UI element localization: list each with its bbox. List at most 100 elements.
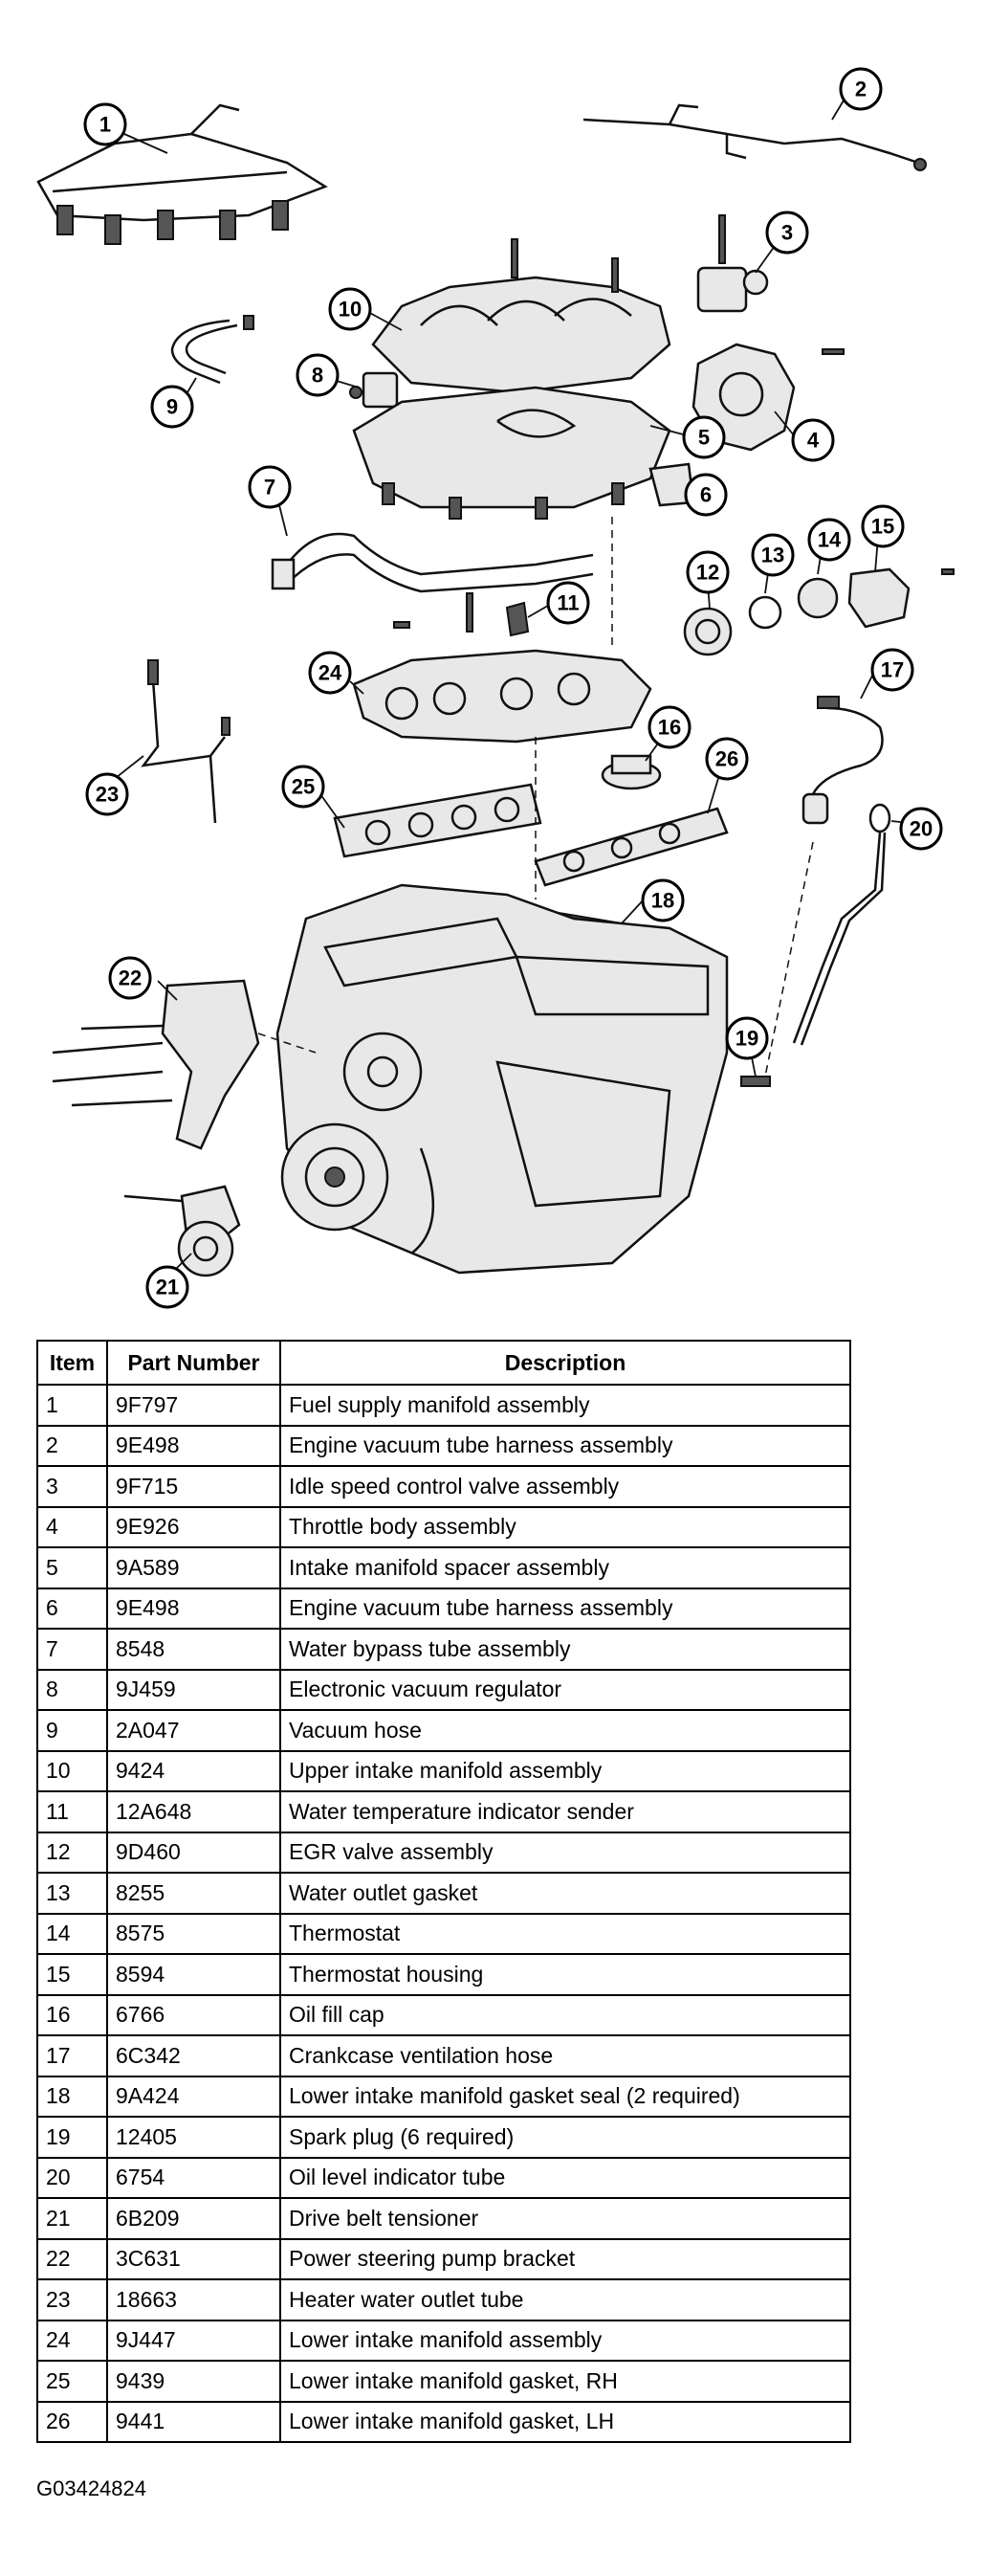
cell-part-number: 6766 [106, 1993, 281, 2036]
cell-description: Drive belt tensioner [279, 2197, 851, 2240]
lower-intake-manifold-drawing [352, 649, 652, 744]
callout-9: 9 [150, 385, 194, 429]
callout-11: 11 [546, 581, 590, 625]
callout-18: 18 [641, 878, 685, 922]
callout-2: 2 [839, 67, 883, 111]
cell-part-number: 8255 [106, 1872, 281, 1915]
callout-10: 10 [328, 287, 372, 331]
cell-item: 5 [36, 1546, 108, 1589]
cell-item: 18 [36, 2075, 108, 2118]
cell-part-number: 9441 [106, 2400, 281, 2443]
engine-block-drawing [275, 883, 729, 1275]
cell-description: Water bypass tube assembly [279, 1628, 851, 1671]
cell-description: Crankcase ventilation hose [279, 2034, 851, 2077]
cell-description: Power steering pump bracket [279, 2237, 851, 2280]
figure-id: G03424824 [36, 2476, 146, 2500]
cell-item: 10 [36, 1749, 108, 1792]
callout-3: 3 [765, 211, 809, 255]
cell-item: 4 [36, 1505, 108, 1548]
cell-part-number: 2A047 [106, 1709, 281, 1752]
cell-description: Engine vacuum tube harness assembly [279, 1424, 851, 1467]
cell-item: 21 [36, 2197, 108, 2240]
cell-item: 15 [36, 1953, 108, 1996]
heater-outlet-tube-drawing [141, 659, 231, 824]
svg-text:10: 10 [339, 298, 362, 322]
svg-text:18: 18 [651, 889, 674, 913]
column-header-item: Item [36, 1340, 108, 1386]
cell-description: Thermostat [279, 1912, 851, 1955]
callout-4: 4 [791, 418, 835, 462]
cell-item: 14 [36, 1912, 108, 1955]
svg-text:24: 24 [318, 661, 342, 685]
upper-intake-manifold-drawing [371, 238, 671, 394]
svg-text:12: 12 [696, 561, 719, 585]
svg-text:21: 21 [156, 1276, 179, 1299]
vacuum-regulator-drawing [349, 371, 399, 409]
water-temp-sender-drawing [393, 592, 530, 637]
cell-part-number: 9E926 [106, 1505, 281, 1548]
cell-part-number: 9A424 [106, 2075, 281, 2118]
cell-description: Lower intake manifold gasket, LH [279, 2400, 851, 2443]
cell-description: Spark plug (6 required) [279, 2116, 851, 2159]
svg-text:8: 8 [312, 364, 323, 388]
callout-20: 20 [899, 807, 943, 851]
callout-5: 5 [682, 415, 726, 459]
callout-17: 17 [870, 648, 914, 692]
cell-description: Electronic vacuum regulator [279, 1668, 851, 1711]
cell-part-number: 9J459 [106, 1668, 281, 1711]
cell-item: 3 [36, 1465, 108, 1508]
cell-part-number: 9E498 [106, 1424, 281, 1467]
cell-description: Throttle body assembly [279, 1505, 851, 1548]
cell-item: 13 [36, 1872, 108, 1915]
cell-item: 6 [36, 1587, 108, 1630]
svg-text:16: 16 [658, 716, 681, 740]
cell-description: Lower intake manifold gasket, RH [279, 2360, 851, 2403]
svg-text:7: 7 [264, 476, 275, 500]
svg-text:13: 13 [761, 544, 784, 567]
cell-description: Engine vacuum tube harness assembly [279, 1587, 851, 1630]
svg-text:2: 2 [855, 78, 867, 101]
water-bypass-tube-drawing [271, 532, 594, 593]
svg-text:14: 14 [818, 528, 842, 552]
cell-item: 16 [36, 1993, 108, 2036]
cell-description: Lower intake manifold assembly [279, 2319, 851, 2362]
svg-text:20: 20 [910, 817, 933, 841]
svg-text:4: 4 [807, 429, 820, 453]
cell-description: Thermostat housing [279, 1953, 851, 1996]
intake-spacer-drawing [352, 386, 671, 520]
cell-description: Lower intake manifold gasket seal (2 req… [279, 2075, 851, 2118]
callout-26: 26 [705, 737, 749, 781]
cell-part-number: 8575 [106, 1912, 281, 1955]
callout-1: 1 [83, 102, 127, 146]
svg-text:5: 5 [698, 426, 710, 450]
cell-part-number: 9F715 [106, 1465, 281, 1508]
cell-description: Water outlet gasket [279, 1872, 851, 1915]
idle-speed-valve-drawing [696, 214, 769, 313]
pcv-hose-drawing [801, 696, 884, 825]
cell-part-number: 9D460 [106, 1831, 281, 1874]
svg-text:15: 15 [871, 515, 894, 539]
egr-thermostat-group-drawing [683, 567, 955, 656]
intake-gaskets-drawing [333, 783, 729, 887]
cell-item: 24 [36, 2319, 108, 2362]
cell-part-number: 9439 [106, 2360, 281, 2403]
cell-part-number: 6B209 [106, 2197, 281, 2240]
callout-19: 19 [725, 1016, 769, 1060]
callout-12: 12 [686, 550, 730, 594]
